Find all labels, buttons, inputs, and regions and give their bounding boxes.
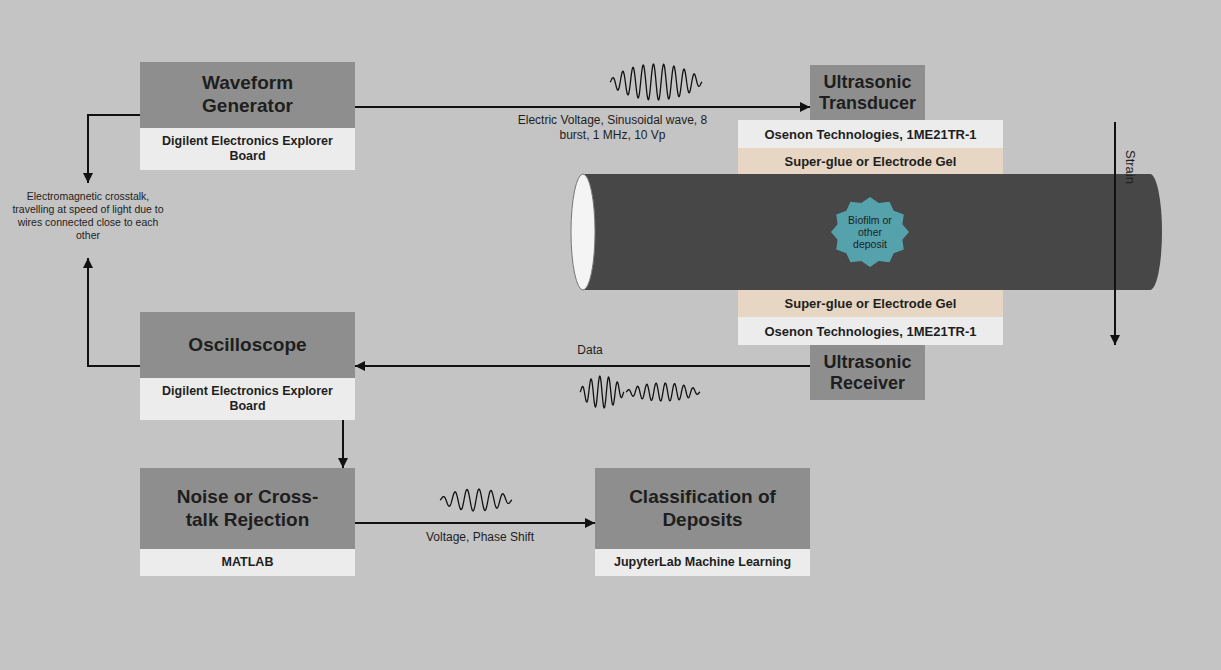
box-text: Biofilm or other deposit [844,214,896,250]
box-subtitle: Digilent Electronics Explorer Board [140,128,355,170]
pipe-body [583,174,1150,290]
strain-label: Strain [1122,150,1138,184]
device-box: Waveform GeneratorDigilent Electronics E… [140,62,355,170]
device-box: OscilloscopeDigilent Electronics Explore… [140,312,355,420]
crosstalk-note: Electromagnetic crosstalk, travelling at… [8,190,168,243]
box-title: Oscilloscope [140,312,355,378]
crosstalk-arrow [88,258,140,366]
deposit-shape [831,197,909,267]
box-title: Noise or Cross-talk Rejection [140,468,355,549]
box-title: Classification of Deposits [595,468,810,549]
box-text: Ultrasonic Transducer [810,69,925,116]
crosstalk-arrow [88,115,140,183]
box-subtitle: Digilent Electronics Explorer Board [140,378,355,420]
process-box: Classification of DepositsJupyterLab Mac… [595,468,810,576]
process-box: Noise or Cross-talk RejectionMATLAB [140,468,355,576]
box-title: Waveform Generator [140,62,355,128]
box-title-text: Classification of Deposits [628,486,778,532]
model-strip: Osenon Technologies, 1ME21TR-1 [738,120,1003,148]
pipe-opening [571,174,595,290]
box-text: Super-glue or Electrode Gel [781,150,961,173]
signal-arrow [342,420,344,468]
box-title-text: Oscilloscope [188,334,306,357]
box-title-text: Waveform Generator [173,72,323,118]
waveform-icon [610,64,702,100]
edge-label: Voltage, Phase Shift [420,530,540,545]
model-strip: Osenon Technologies, 1ME21TR-1 [738,317,1003,345]
box-title-text: Noise or Cross-talk Rejection [173,486,323,532]
waveform-icon [626,383,700,401]
pipe-end [1138,174,1162,290]
waveform-icon [580,376,624,408]
box-text: Osenon Technologies, 1ME21TR-1 [760,123,980,146]
box-subtitle: JupyterLab Machine Learning [595,549,810,576]
waveform-icon [440,489,512,511]
box-subtitle: MATLAB [140,549,355,576]
deposit-badge: Biofilm or other deposit [830,196,910,268]
signal-arrow [355,365,810,367]
strain-arrow [1114,122,1116,345]
signal-arrow [355,522,595,524]
coupling-strip: Super-glue or Electrode Gel [738,290,1003,317]
pipe [571,174,1162,290]
box-text: Osenon Technologies, 1ME21TR-1 [760,320,980,343]
receiver-box: Ultrasonic Receiver [810,345,925,400]
signal-arrow [355,106,810,108]
coupling-strip: Super-glue or Electrode Gel [738,148,1003,174]
box-text: Super-glue or Electrode Gel [781,292,961,315]
edge-label: Data [560,343,620,358]
transducer-box: Ultrasonic Transducer [810,65,925,120]
edge-label: Electric Voltage, Sinusoidal wave, 8 bur… [505,113,720,143]
box-text: Ultrasonic Receiver [810,349,925,396]
